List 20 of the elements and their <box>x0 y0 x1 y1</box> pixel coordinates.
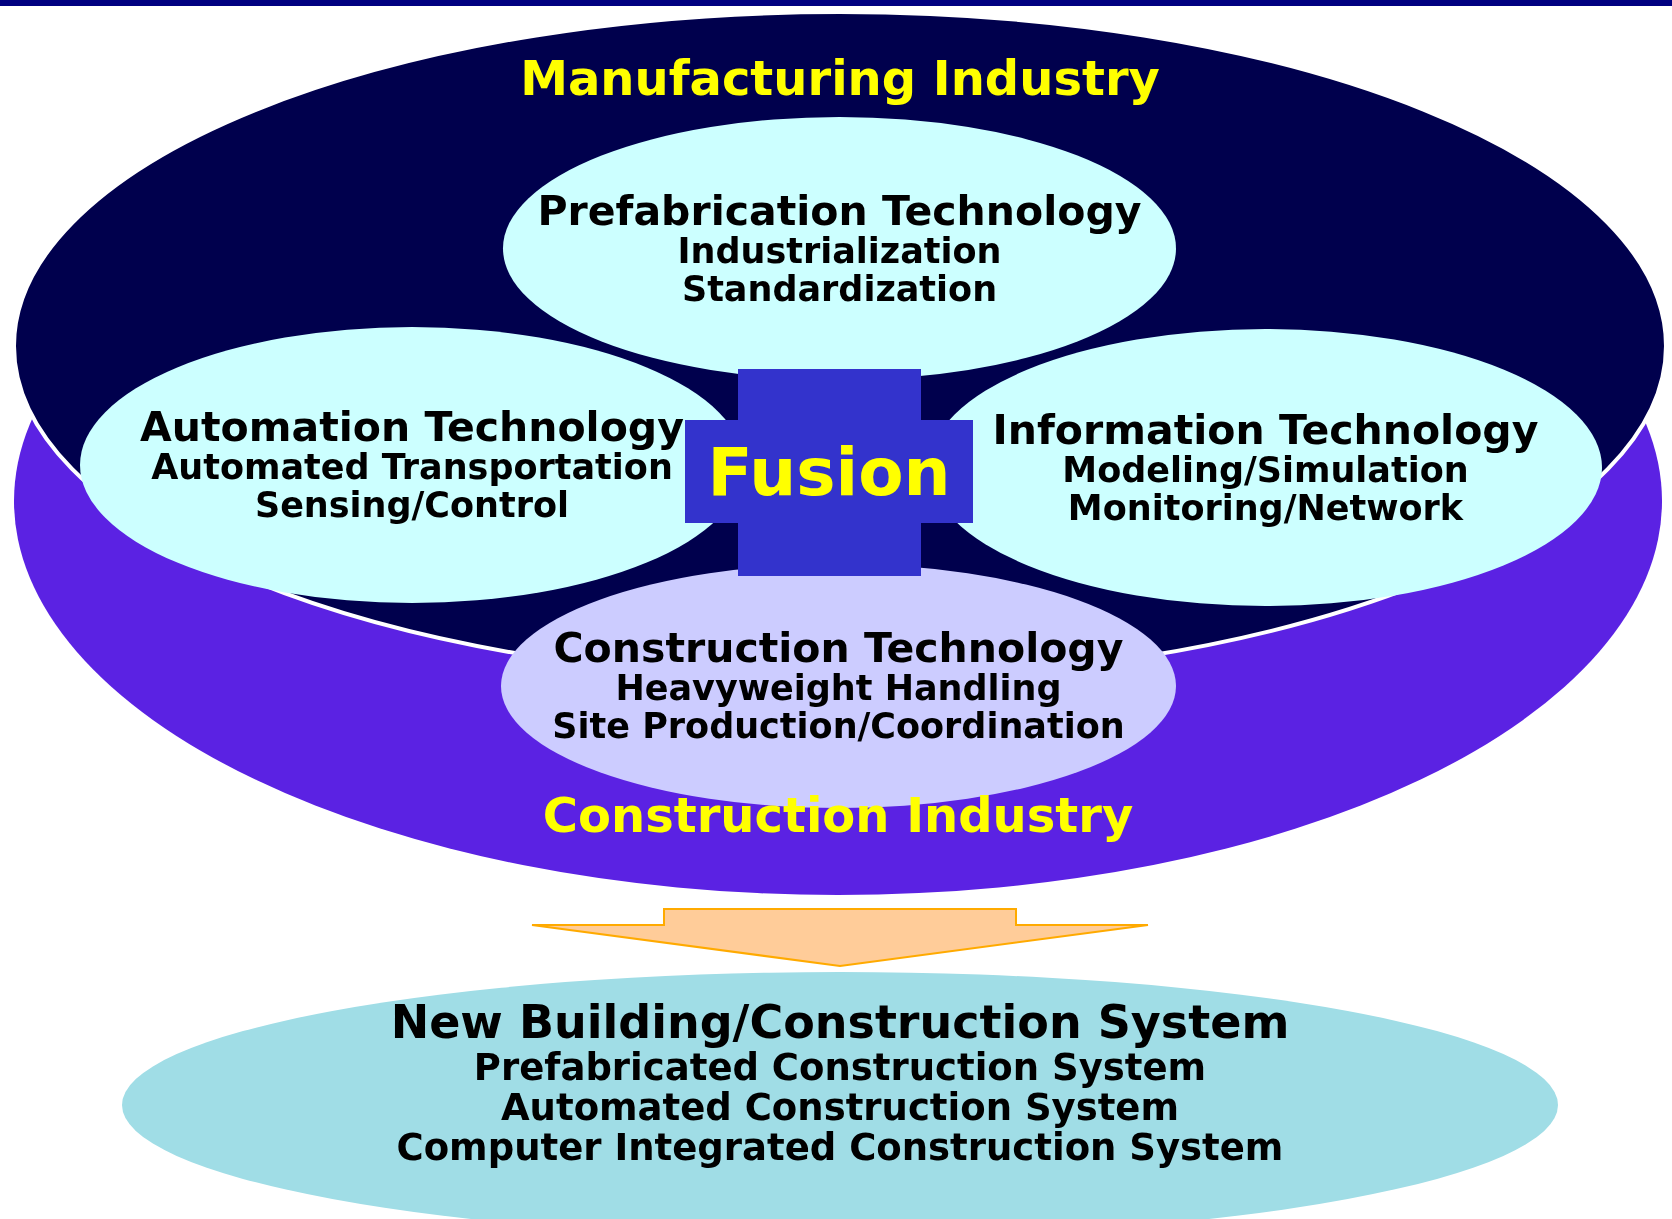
block-arrow <box>531 908 1149 967</box>
item-text: Monitoring/Network <box>1067 489 1464 528</box>
item-text: Industrialization <box>677 232 1002 271</box>
item-text: Standardization <box>681 270 998 309</box>
item-text: Site Production/Coordination <box>552 708 1125 746</box>
heading-text: Prefabrication Technology <box>537 188 1142 233</box>
item-text: Heavyweight Handling <box>615 670 1062 709</box>
industry-heading: Manufacturing Industry <box>520 50 1160 106</box>
item-text: Computer Integrated Construction System <box>396 1127 1284 1168</box>
heading-text: Fusion <box>707 436 951 509</box>
item-text: Automated Construction System <box>500 1087 1179 1128</box>
heading-text: Information Technology <box>992 407 1539 452</box>
item-text: Sensing/Control <box>254 487 570 525</box>
heading-text: Construction Technology <box>553 626 1124 671</box>
item-text: Prefabricated Construction System <box>473 1047 1207 1088</box>
item-text: Automated Transportation <box>151 449 673 488</box>
industry-heading: Construction Industry <box>542 787 1134 843</box>
item-text: Modeling/Simulation <box>1062 451 1469 490</box>
heading-text: New Building/Construction System <box>390 998 1290 1048</box>
heading-text: Automation Technology <box>140 405 684 450</box>
